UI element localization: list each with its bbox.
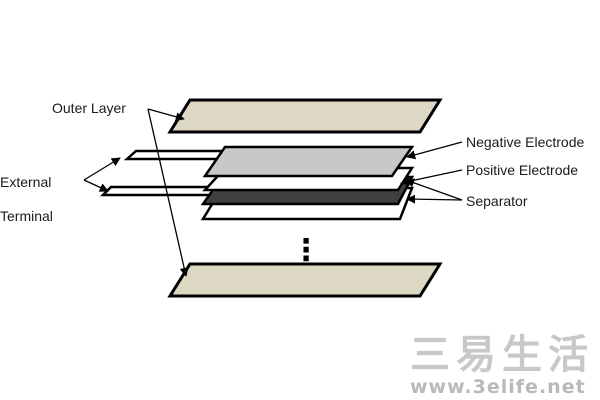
- watermark: 三易生活 www.3elife.net: [410, 332, 594, 398]
- separator-arrow-upper: [405, 178, 463, 201]
- outer-layer-arrow-bottom: [147, 108, 189, 277]
- outer-layer-top-sheet: [167, 98, 443, 134]
- label-positive-electrode: Positive Electrode: [466, 162, 578, 178]
- watermark-logo-text: 三易生活: [410, 332, 594, 378]
- label-negative-electrode: Negative Electrode: [466, 134, 585, 150]
- negative-electrode-arrow: [406, 141, 463, 160]
- label-terminal: Terminal: [0, 208, 53, 224]
- watermark-url: www.3elife.net: [410, 376, 586, 398]
- separator-arrow-lower: [406, 194, 463, 204]
- negative-electrode-sheet: [202, 145, 415, 178]
- external-arrow-lower: [83, 179, 109, 192]
- outer-layer-bottom-sheet: [167, 262, 443, 298]
- label-outer-layer: Outer Layer: [52, 100, 126, 116]
- external-arrow-upper: [83, 157, 121, 181]
- outer-layer-arrow-top: [147, 108, 185, 122]
- label-separator: Separator: [466, 193, 528, 209]
- label-external: External: [0, 174, 51, 190]
- stack-continuation-ellipsis: ⋮: [291, 233, 321, 268]
